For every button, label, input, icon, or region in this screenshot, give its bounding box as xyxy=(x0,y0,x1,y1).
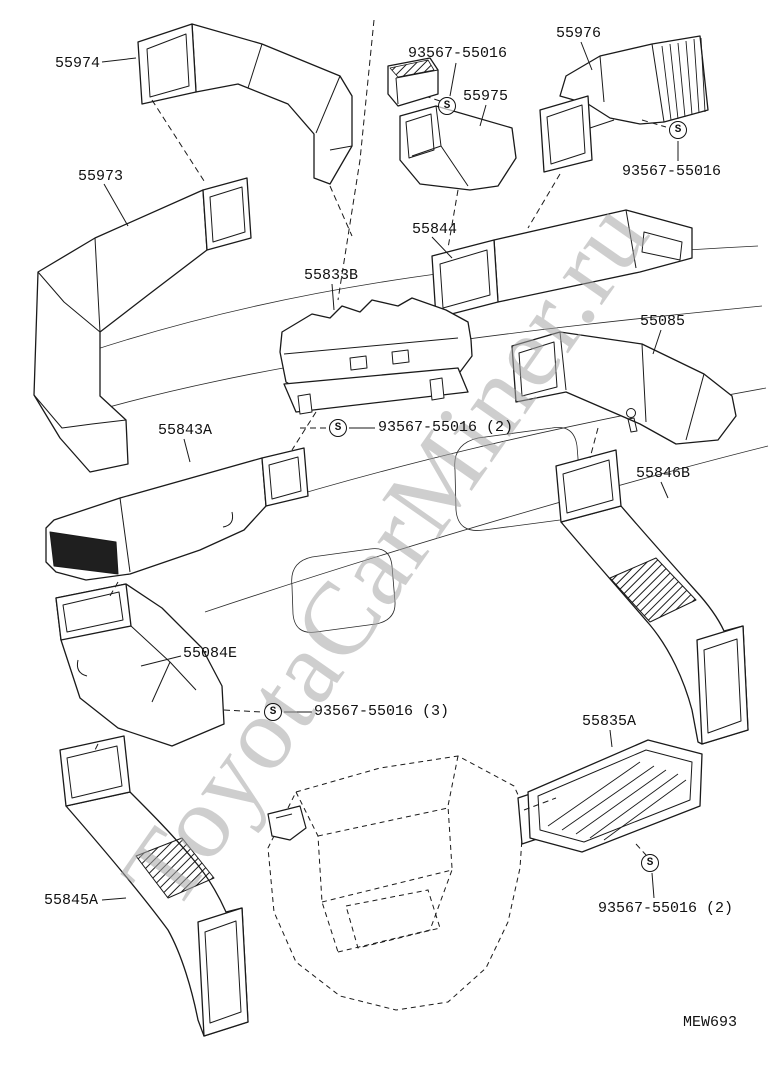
duct-55845A-drawing xyxy=(59,735,249,1037)
screw-icon: S xyxy=(669,121,687,139)
duct-55846B-drawing xyxy=(555,449,749,745)
screw-letter: S xyxy=(674,124,682,136)
assembly-55833B-drawing xyxy=(279,297,473,415)
duct-55975-drawing xyxy=(387,57,517,191)
duct-55844-drawing xyxy=(431,209,693,319)
console-bracket-drawing xyxy=(267,805,307,841)
screw-icon: S xyxy=(438,97,456,115)
part-label-55975: 55975 xyxy=(463,88,509,105)
duct-55843A-drawing xyxy=(45,447,309,581)
duct-55973-drawing xyxy=(33,177,252,473)
part-label-55833B: 55833B xyxy=(304,267,359,284)
screw-icon: S xyxy=(329,419,347,437)
part-label-55973: 55973 xyxy=(78,168,124,185)
part-label-55846B: 55846B xyxy=(636,465,691,482)
duct-55974-drawing xyxy=(137,23,353,185)
part-label-55835A: 55835A xyxy=(582,713,637,730)
duct-55976-drawing xyxy=(539,35,709,173)
screw-icon: S xyxy=(264,703,282,721)
part-label-55845A: 55845A xyxy=(44,892,99,909)
part-label-55085: 55085 xyxy=(640,313,686,330)
fastener-label-mid-left: 93567-55016 (3) xyxy=(314,703,450,720)
part-label-55843A: 55843A xyxy=(158,422,213,439)
screw-letter: S xyxy=(443,100,451,112)
screw-letter: S xyxy=(334,422,342,434)
duct-55085-drawing xyxy=(511,331,737,445)
floor-console-phantom xyxy=(267,755,525,1011)
drawing-code: MEW693 xyxy=(683,1014,738,1031)
fastener-label-top: 93567-55016 xyxy=(408,45,508,62)
screw-icon: S xyxy=(641,854,659,872)
part-label-55976: 55976 xyxy=(556,25,602,42)
screw-letter: S xyxy=(269,706,277,718)
label-leader-lines xyxy=(101,41,679,901)
part-label-55844: 55844 xyxy=(412,221,458,238)
part-label-55084E: 55084E xyxy=(183,645,238,662)
fastener-label-center: 93567-55016 (2) xyxy=(378,419,514,436)
fastener-label-top-right: 93567-55016 xyxy=(622,163,722,180)
fastener-label-bottom: 93567-55016 (2) xyxy=(598,900,734,917)
screw-letter: S xyxy=(646,857,654,869)
assembly-reference-lines xyxy=(93,19,667,856)
part-label-55974: 55974 xyxy=(55,55,101,72)
duct-55084E-drawing xyxy=(55,583,225,747)
panel-55835A-drawing xyxy=(517,739,703,853)
